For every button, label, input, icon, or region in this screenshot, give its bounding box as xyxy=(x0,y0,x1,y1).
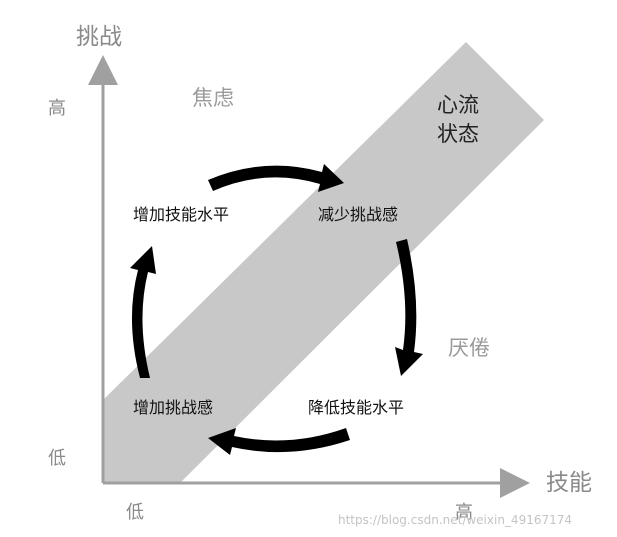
flow-state-label-line2: 状态 xyxy=(437,122,479,146)
flow-channel-band xyxy=(103,42,544,483)
watermark: https://blog.csdn.net/weixin_49167174 xyxy=(338,513,572,527)
y-axis-low-label: 低 xyxy=(48,448,66,469)
arrow-left xyxy=(130,246,156,378)
boredom-label: 厌倦 xyxy=(448,336,490,360)
reduce-skill-label: 降低技能水平 xyxy=(308,398,404,417)
x-axis-low-label: 低 xyxy=(126,502,144,523)
y-axis-high-label: 高 xyxy=(48,98,66,119)
arrow-top xyxy=(208,164,344,192)
increase-challenge-label: 增加挑战感 xyxy=(133,398,213,417)
anxiety-label: 焦虑 xyxy=(192,86,234,110)
arrow-bottom xyxy=(208,428,350,455)
increase-skill-label: 增加技能水平 xyxy=(133,205,229,224)
reduce-challenge-label: 减少挑战感 xyxy=(318,205,398,224)
x-axis-high-label: 高 xyxy=(455,502,473,523)
x-axis-title: 技能 xyxy=(546,470,592,496)
arrow-right xyxy=(395,239,423,376)
flow-state-label-line1: 心流 xyxy=(437,93,479,117)
cycle-arrows xyxy=(130,164,423,455)
y-axis-title: 挑战 xyxy=(76,24,122,50)
